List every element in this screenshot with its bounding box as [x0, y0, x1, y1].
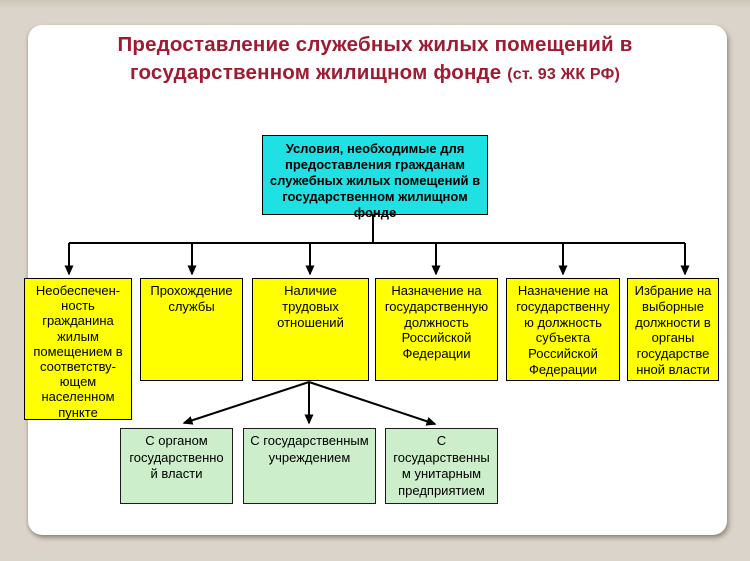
condition-box-subject-position: Назначение на государственну ю должность… [506, 278, 620, 381]
title-line-1: Предоставление служебных жилых помещений… [117, 33, 633, 56]
condition-box-elected-position: Избрание на выборные должности в органы … [627, 278, 719, 381]
employer-box-unitary-enterprise: С государственны м унитарным предприятие… [385, 428, 498, 504]
condition-box-federal-position: Назначение на государственную должность … [375, 278, 498, 381]
employer-box-state-authority: С органом государственно й власти [120, 428, 233, 504]
condition-box-service: Прохождение службы [140, 278, 243, 381]
title-line-2: государственном жилищном фонде (ст. 93 Ж… [60, 59, 690, 89]
condition-box-housing-need: Необеспечен- ность гражданина жилым поме… [24, 278, 132, 420]
slide-title: Предоставление служебных жилых помещений… [60, 31, 690, 89]
root-condition-box: Условия, необходимые для предоставления … [262, 135, 488, 220]
employer-box-state-institution: С государственным учреждением [243, 428, 376, 504]
title-statute-reference: (ст. 93 ЖК РФ) [507, 66, 620, 83]
condition-box-labor-relations: Наличие трудовых отношений [252, 278, 369, 381]
title-line-2-main: государственном жилищном фонде [130, 61, 502, 84]
